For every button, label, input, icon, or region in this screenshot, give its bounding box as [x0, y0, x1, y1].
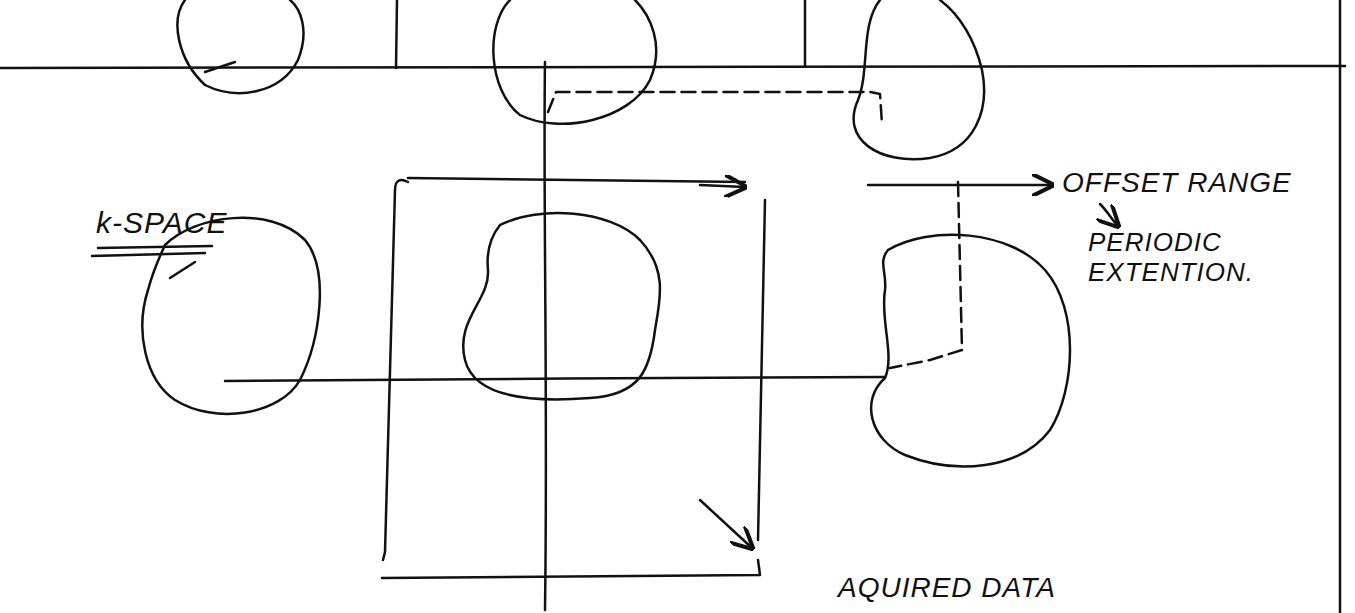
original-blob — [463, 213, 660, 399]
leader-arrow — [868, 184, 1052, 187]
offset-path — [548, 92, 962, 368]
acquired-label: AQUIRED DATA — [838, 572, 1138, 604]
replica-blob — [170, 262, 195, 278]
replica-blob — [854, 0, 984, 159]
sketch-title: k-SPACE — [96, 206, 256, 241]
leader-arrow — [700, 500, 752, 548]
replica-blob — [493, 0, 656, 124]
grid-line — [396, 0, 397, 68]
ky-axis — [545, 62, 546, 610]
replica-blob — [205, 62, 235, 72]
grid-line — [804, 0, 807, 66]
leader-arrow — [1100, 204, 1118, 226]
kx-axis — [225, 377, 885, 381]
title-underline — [92, 246, 212, 256]
replica-blob — [178, 0, 304, 93]
grid-line — [0, 66, 1345, 68]
acquired-window — [700, 185, 745, 187]
replica-blob — [871, 235, 1070, 467]
extension-label: PERIODIC EXTENTION. — [1088, 228, 1328, 288]
offset-label: OFFSET RANGE — [1062, 167, 1322, 199]
grid-line — [1339, 0, 1342, 613]
